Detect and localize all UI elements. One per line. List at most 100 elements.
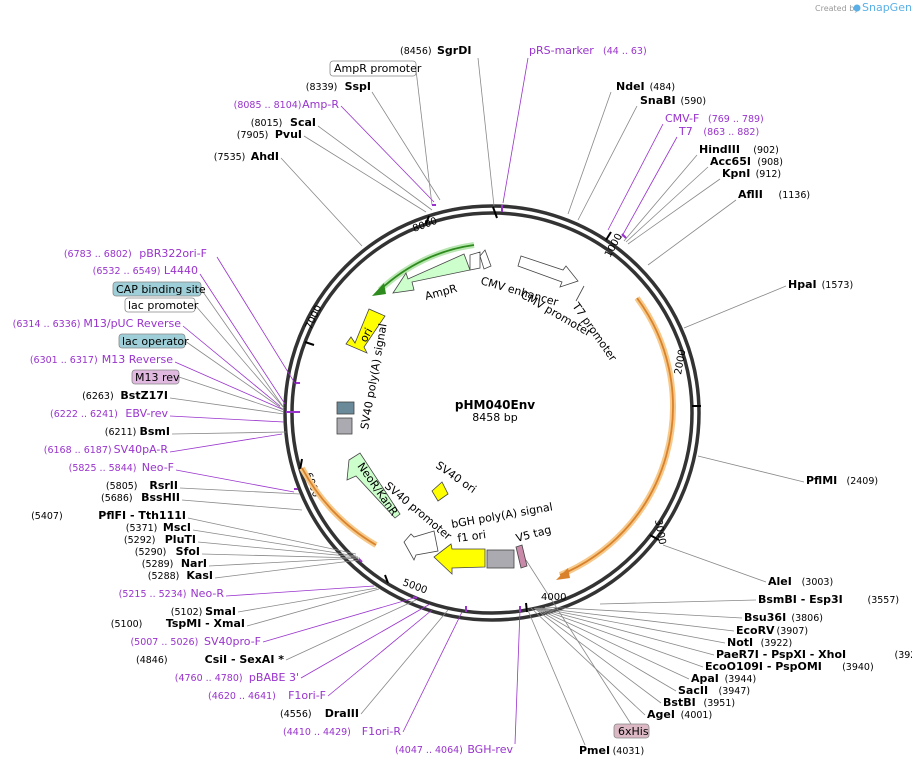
leader-line [402,611,463,733]
primer-range: (4760 .. 4780) [175,673,243,684]
cmv-promoter-arrow [479,249,492,270]
t7-promoter-mark [575,285,585,302]
primer-label: SV40pA-R [114,443,169,456]
primer-label: Amp-R [302,98,339,111]
primer-range: (769 .. 789) [708,114,764,125]
svg-text:SnapGene: SnapGene [862,1,912,14]
enzyme-site-label: TspMI - XmaI [166,617,245,630]
enzyme-site-label: Bsu36I [744,611,786,624]
ampr-promoter-box [469,251,481,271]
leader-line [317,125,433,211]
leader-line [340,105,435,203]
leader-line [415,69,433,206]
leader-line [502,57,529,204]
orf-arc-env-head [556,568,570,580]
enzyme-site-label: AhdI [251,150,279,163]
leader-line [327,609,433,697]
site-position: (1573) [822,280,854,291]
tick-label: 1000 [603,232,625,260]
snapgene-credit: Created by [815,4,859,13]
leader-line [246,588,380,627]
leader-line [201,553,359,559]
enzyme-site-label: PflFI - Tth111I [98,509,186,522]
primer-range: (4047 .. 4064) [395,745,463,756]
enzyme-site-label: SfoI [176,545,200,558]
site-position: (3944) [725,674,757,685]
leader-line [533,607,662,704]
leader-line [577,105,638,221]
enzyme-site-label: SmaI [205,605,236,618]
enzyme-site-label: RsrII [149,479,178,492]
site-position: (1136) [779,190,811,201]
enzyme-site-label: NotI [727,636,753,649]
site-position: (5407) [31,511,63,522]
primer-label: pRS-marker [529,44,594,57]
neokanr-arrow [346,452,401,519]
primer-range: (6314 .. 6336) [13,319,81,330]
site-position: (4001) [681,710,713,721]
site-position: (6211) [105,427,137,438]
enzyme-site-label: PflMI [806,474,837,487]
leader-line [697,455,805,483]
leader-line [182,325,281,407]
primer-label: SV40pro-F [204,635,261,648]
leader-line [216,256,297,386]
primer-range: (44 .. 63) [603,46,647,57]
site-position: (3806) [791,613,823,624]
leader-line [179,487,301,495]
f1-ori-label: f1 ori [457,528,487,545]
site-position: (8456) [400,46,432,57]
lac-promoter-boxlabel: lac promoter [128,299,199,312]
orf-arcs [299,242,676,580]
enzyme-site-label: NdeI [616,80,645,93]
enzyme-site-label: PvuI [275,128,302,141]
site-position: (3940) [842,662,874,673]
leader-line [280,157,363,247]
enzyme-site-label: SgrDI [437,44,471,57]
leader-line [178,376,285,413]
leader-line [477,57,495,207]
plasmid-size: 8458 bp [472,411,517,424]
site-position: (5686) [101,493,133,504]
leader-line [169,397,285,415]
cap-site-boxlabel: CAP binding site [116,283,206,296]
tick-label: 2000 [673,349,688,376]
cmv-enhancer-arrow [517,255,579,288]
enzyme-site-label: EcoRV [736,624,775,637]
primer-label: F1ori-R [362,725,402,738]
enzyme-site-label: PmeI [579,744,610,757]
plasmid-name: pHM040Env [455,398,535,412]
site-position: (5371) [126,523,158,534]
leader-line [171,431,287,435]
ori-label: ori [357,326,375,345]
site-position: (902) [753,145,779,156]
leader-line [184,340,285,411]
leader-line [623,154,698,242]
leader-line [214,559,360,579]
leader-line [530,607,646,716]
enzyme-site-label: KpnI [722,167,750,180]
site-position: (3557) [868,595,900,606]
site-position: (6263) [82,391,114,402]
primer-range: (6301 .. 6317) [30,355,98,366]
enzyme-site-label: HpaI [788,278,817,291]
snapgene-logo: SnapGene [853,1,912,14]
site-position: (3928) [895,650,912,661]
site-position: (7535) [214,152,246,163]
leader-line [620,136,678,239]
enzyme-site-label: SnaBI [640,94,676,107]
primer-range: (5007 .. 5026) [130,637,198,648]
site-position: (5289) [142,559,174,570]
ampr-arrow [392,253,471,294]
leader-line [534,607,677,692]
leader-line [181,499,303,511]
lac-region-box [336,401,355,415]
enzyme-site-label: PluTI [165,533,196,546]
tick-label: 4000 [541,592,566,603]
enzyme-site-label: BsmBI - Esp3I [758,593,843,606]
feature-arrows [336,249,585,575]
primer-range: (4410 .. 4429) [283,727,351,738]
enzyme-site-label: MscI [163,521,191,534]
primer-label: L4440 [164,264,198,277]
leader-line [567,91,612,215]
